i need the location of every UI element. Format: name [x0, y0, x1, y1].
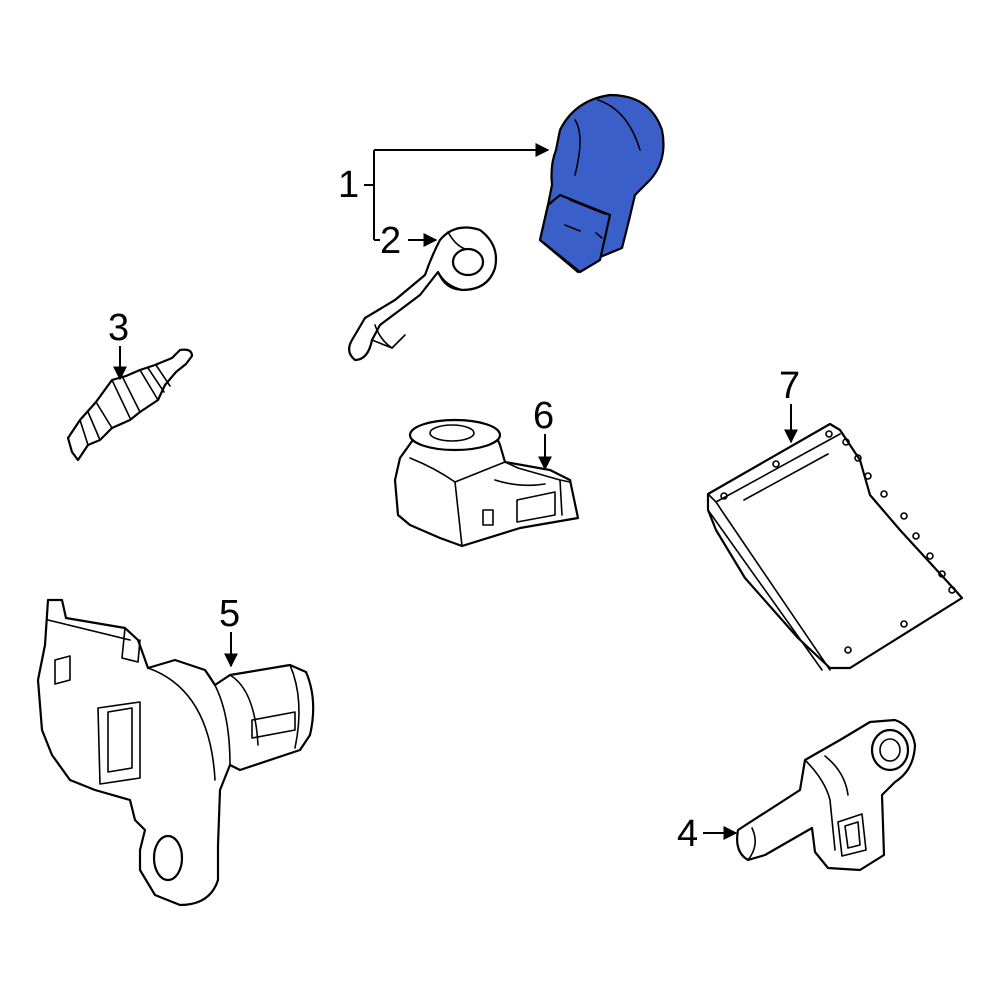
crankshaft-sensor-part[interactable] [736, 718, 917, 872]
callout-1: 1 [338, 164, 359, 206]
callout-7: 7 [779, 365, 800, 407]
leader-lines [113, 143, 798, 840]
spark-plug-part[interactable] [66, 348, 194, 462]
callout-6: 6 [533, 395, 554, 437]
callout-3: 3 [108, 307, 129, 349]
callout-2: 2 [380, 220, 401, 262]
callout-5: 5 [219, 593, 240, 635]
camshaft-sensor-part[interactable] [36, 598, 315, 907]
knock-sensor-part[interactable] [393, 418, 580, 548]
callout-4: 4 [677, 813, 698, 855]
coil-boot-part[interactable] [348, 226, 498, 362]
ignition-coil-part[interactable] [538, 93, 665, 274]
control-module-part[interactable] [706, 422, 964, 671]
